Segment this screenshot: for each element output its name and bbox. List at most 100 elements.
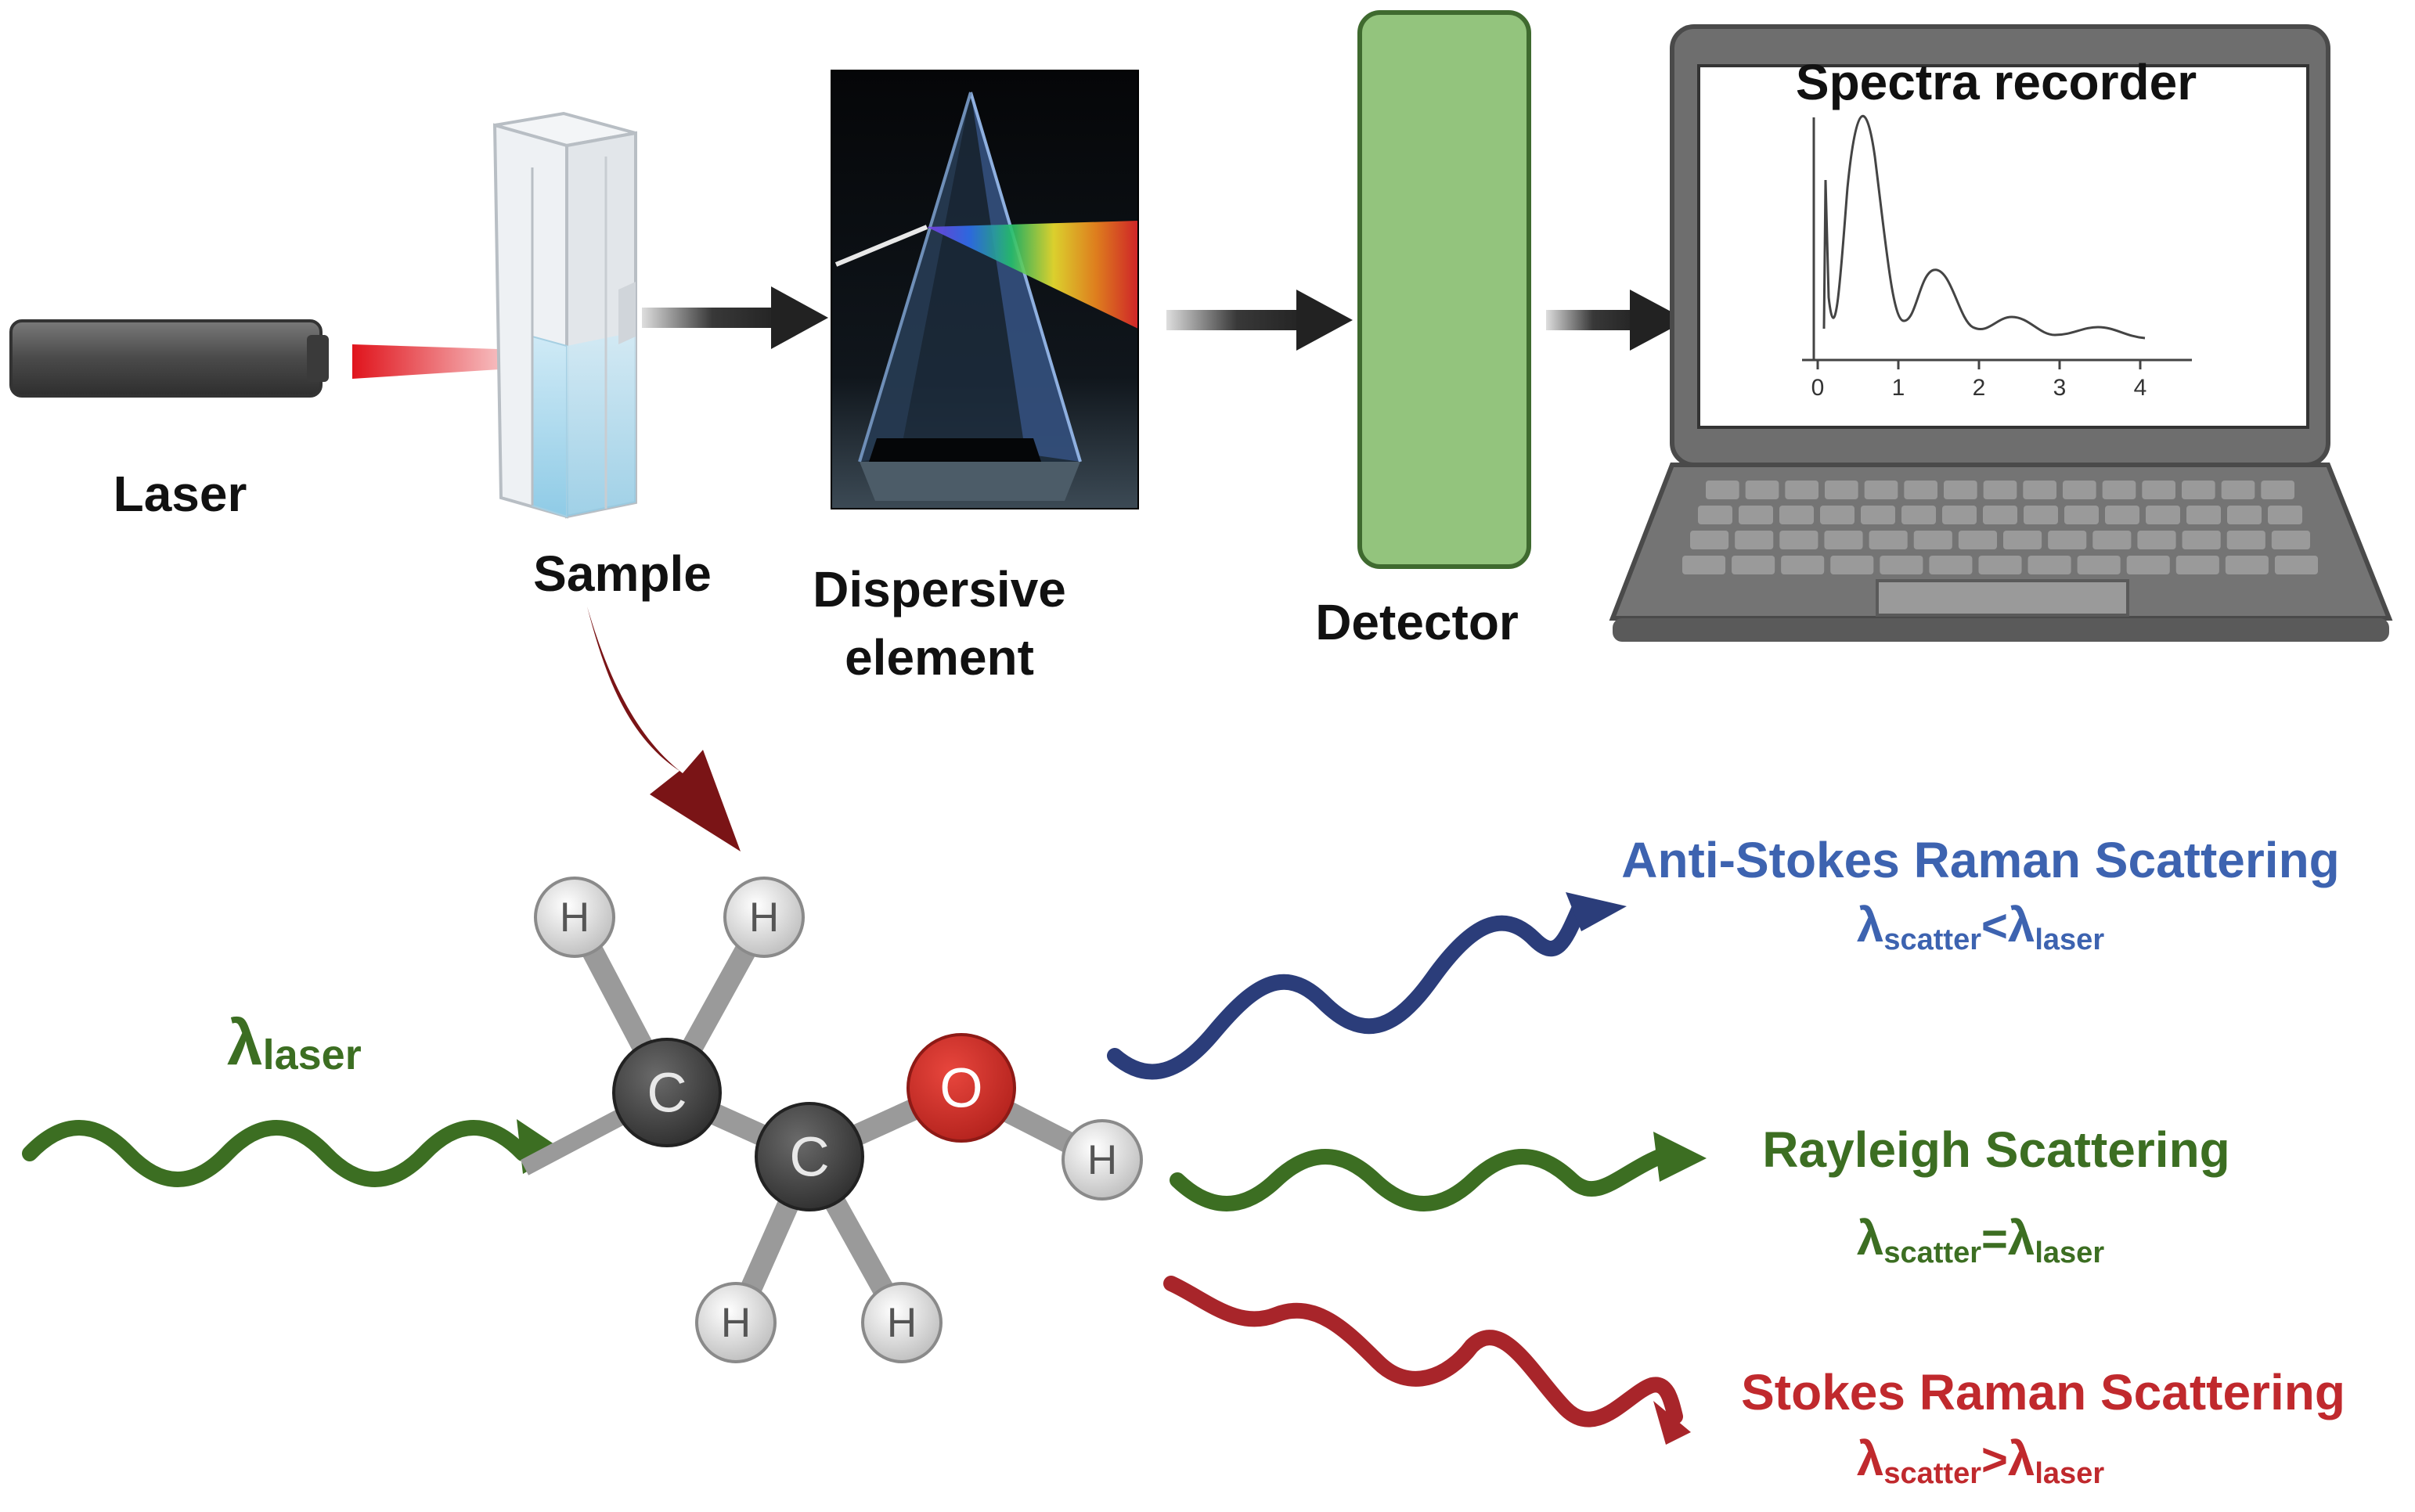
trackpad — [1876, 579, 2129, 617]
keyboard — [1682, 481, 2318, 574]
dispersive-label: Dispersive element — [775, 563, 1104, 684]
atom-symbol: H — [1087, 1137, 1117, 1183]
keyboard-key — [1698, 506, 1732, 524]
stokes-arrowhead — [1653, 1401, 1691, 1445]
keyboard-key — [1781, 556, 1825, 574]
spectrum-x-tick-label: 3 — [2053, 375, 2067, 401]
keyboard-key — [1785, 481, 1818, 499]
atom-symbol: C — [789, 1126, 829, 1188]
keyboard-key — [1824, 531, 1863, 549]
atom-symbol: C — [647, 1062, 687, 1124]
keyboard-key — [1978, 556, 2022, 574]
atom-symbol: H — [887, 1300, 917, 1346]
cuvette-icon — [492, 111, 637, 519]
spectrum-x-tick-label: 4 — [2134, 375, 2147, 401]
atom-symbol: H — [560, 895, 589, 941]
keyboard-key — [1913, 531, 1952, 549]
keyboard-key — [2105, 506, 2139, 524]
keyboard-key — [2186, 506, 2221, 524]
keyboard-key — [2126, 556, 2170, 574]
detector-box — [1357, 10, 1531, 569]
atom-o: O — [907, 1033, 1016, 1143]
keyboard-key — [2146, 506, 2180, 524]
keyboard-key — [2003, 531, 2042, 549]
keyboard-key — [1880, 556, 1923, 574]
keyboard-key — [2226, 531, 2265, 549]
keyboard-key — [2064, 506, 2099, 524]
keyboard-key — [2024, 506, 2058, 524]
keyboard-key — [2092, 531, 2132, 549]
keyboard-key — [2182, 481, 2215, 499]
spectrum-x-tick-label: 0 — [1811, 375, 1825, 401]
curved-arrow-to-molecule — [587, 607, 741, 851]
keyboard-key — [1861, 506, 1895, 524]
keyboard-key — [2268, 506, 2302, 524]
rayleigh-title: Rayleigh Scattering — [1762, 1121, 2230, 1178]
keyboard-key — [1983, 506, 2017, 524]
incident-wave — [22, 1120, 531, 1187]
incident-lambda-label: λlaser — [227, 1007, 362, 1078]
keyboard-key — [1983, 481, 2017, 499]
anti-stokes-title: Anti-Stokes Raman Scattering — [1621, 832, 2340, 888]
keyboard-key — [1958, 531, 1997, 549]
keyboard-key — [2274, 556, 2318, 574]
keyboard-key — [1942, 506, 1977, 524]
anti-stokes-wave — [1107, 896, 1589, 1080]
keyboard-key — [1735, 531, 1774, 549]
rayleigh-equation: λscatter=λlaser — [1856, 1211, 2105, 1269]
atom-h: H — [695, 1282, 777, 1363]
keyboard-key — [2225, 556, 2269, 574]
atom-symbol: H — [749, 895, 779, 941]
dispersive-label-line1: Dispersive — [813, 561, 1066, 617]
arrow-sample-to-prism — [642, 286, 828, 349]
arrow-detector-to-laptop — [1546, 290, 1687, 351]
laser-device — [9, 319, 329, 398]
spectrum-x-tick-label: 1 — [1892, 375, 1905, 401]
stokes-title: Stokes Raman Scattering — [1741, 1364, 2345, 1420]
keyboard-key — [1929, 556, 1973, 574]
keyboard-key — [2048, 531, 2087, 549]
keyboard-key — [2142, 481, 2175, 499]
keyboard-key — [1864, 481, 1898, 499]
keyboard-key — [1869, 531, 1908, 549]
keyboard-key — [1745, 481, 1779, 499]
keyboard-key — [1825, 481, 1858, 499]
prism-image — [831, 70, 1139, 509]
atom-h: H — [534, 877, 615, 958]
keyboard-key — [1901, 506, 1936, 524]
atom-c: C — [612, 1038, 722, 1147]
stokes-equation: λscatter>λlaser — [1856, 1432, 2105, 1490]
keyboard-key — [2077, 556, 2121, 574]
keyboard-key — [2221, 481, 2255, 499]
keyboard-key — [1779, 506, 1814, 524]
keyboard-key — [1732, 556, 1775, 574]
keyboard-key — [1779, 531, 1818, 549]
keyboard-key — [1739, 506, 1773, 524]
keyboard-key — [2182, 531, 2221, 549]
arrow-prism-to-detector — [1166, 290, 1353, 351]
keyboard-key — [1706, 481, 1739, 499]
keyboard-key — [2261, 481, 2294, 499]
keyboard-key — [2063, 481, 2096, 499]
detector-label: Detector — [1315, 594, 1519, 650]
ethanol-molecule: H H C C O H H H — [520, 877, 1143, 1363]
stokes-wave — [1163, 1276, 1683, 1427]
keyboard-key — [1690, 531, 1729, 549]
keyboard-key — [2102, 481, 2136, 499]
atom-c: C — [755, 1102, 864, 1211]
keyboard-key — [1830, 556, 1874, 574]
spectra-recorder-label: Spectra recorder — [1795, 54, 2197, 110]
rayleigh-arrowhead — [1653, 1132, 1707, 1182]
dispersive-label-line2: element — [845, 629, 1034, 686]
sample-label: Sample — [533, 545, 712, 602]
atom-h: H — [723, 877, 805, 958]
keyboard-key — [2023, 481, 2056, 499]
atom-h: H — [1062, 1119, 1143, 1201]
keyboard-key — [1904, 481, 1937, 499]
anti-stokes-equation: λscatter<λlaser — [1856, 898, 2105, 956]
spectrum-curve — [1822, 114, 2146, 340]
atom-h: H — [861, 1282, 943, 1363]
keyboard-key — [2175, 556, 2219, 574]
